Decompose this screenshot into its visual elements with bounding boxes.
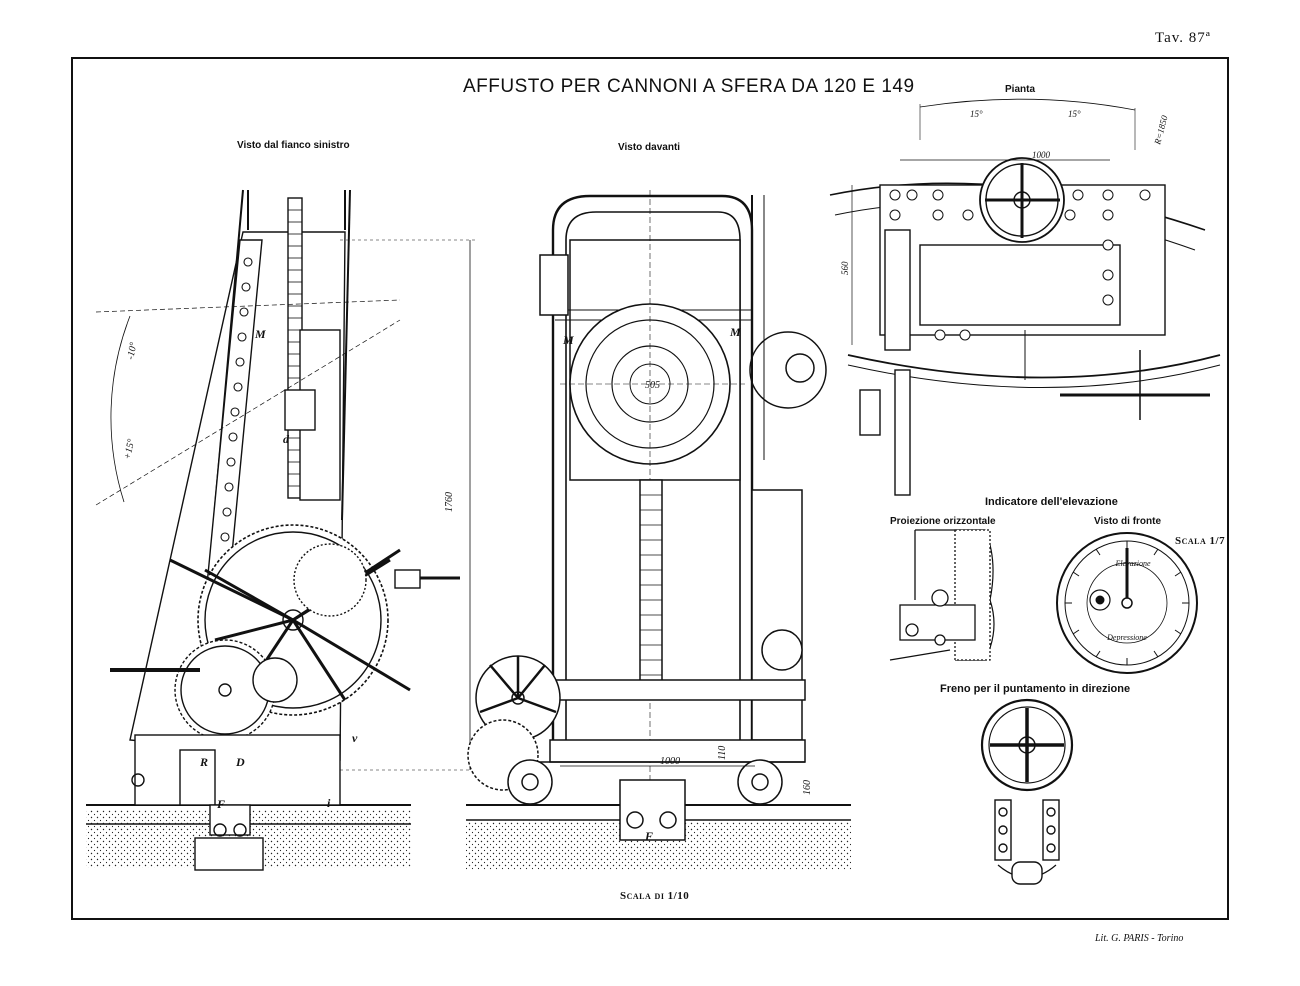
angle-up-label: +15°	[122, 438, 137, 461]
plan-angle-left: 15°	[970, 109, 983, 119]
side-view-label: Visto dal fianco sinistro	[237, 140, 350, 151]
horizontal-projection-label: Proiezione orizzontale	[890, 516, 996, 527]
indicator-heading: Indicatore dell'elevazione	[985, 496, 1118, 508]
plan-depth-dim: 560	[840, 261, 850, 275]
letter-d: d	[283, 432, 290, 446]
front-view-label: Visto davanti	[618, 142, 681, 153]
front-view-indicator-label: Visto di fronte	[1094, 516, 1162, 527]
indicator-scale: Scala 1/7	[1175, 535, 1226, 547]
letter-f-side: F	[216, 797, 225, 811]
plate-number: Tav. 87ª	[1155, 30, 1211, 46]
plan-view-label: Pianta	[1005, 84, 1036, 95]
indicator-projection-drawing	[889, 529, 995, 661]
lithographer-credit: Lit. G. PARIS - Torino	[1095, 933, 1184, 944]
front-step-dim: 110	[717, 746, 728, 760]
letter-i: i	[327, 796, 331, 810]
plan-width-dim: 1000	[1032, 150, 1051, 160]
dial-bottom-label: Depressione	[1106, 633, 1147, 642]
letter-m-side: M	[254, 327, 266, 341]
plan-angle-right: 15°	[1068, 109, 1081, 119]
plan-view-drawing	[829, 98, 1221, 496]
main-scale-label: Scala di 1/10	[620, 890, 690, 902]
front-diameter-dim: 505	[645, 380, 660, 391]
letter-f-front: F	[644, 829, 653, 843]
letter-m-front-left: M	[562, 333, 574, 347]
letter-v: v	[352, 731, 358, 745]
brake-drawing	[980, 698, 1074, 885]
brake-heading: Freno per il puntamento in direzione	[940, 683, 1131, 695]
letter-d-upper: D	[235, 755, 245, 769]
side-height-dim: 1760	[444, 492, 455, 512]
front-base-dim: 1000	[660, 756, 680, 767]
dial-top-label: Elevazione	[1114, 559, 1151, 568]
letter-m-front-right: M	[729, 325, 741, 339]
plan-radius-dim: R=1850	[1152, 114, 1170, 147]
elevation-dial	[1056, 532, 1198, 674]
front-view-drawing	[466, 190, 851, 870]
side-view-drawing	[86, 189, 475, 871]
plate-title: AFFUSTO PER CANNONI A SFERA DA 120 E 149	[463, 76, 915, 97]
letter-r: R	[199, 755, 208, 769]
front-rail-dim: 160	[802, 780, 813, 795]
drawing-frame	[71, 57, 1229, 920]
angle-down-label: -10°	[125, 341, 139, 360]
